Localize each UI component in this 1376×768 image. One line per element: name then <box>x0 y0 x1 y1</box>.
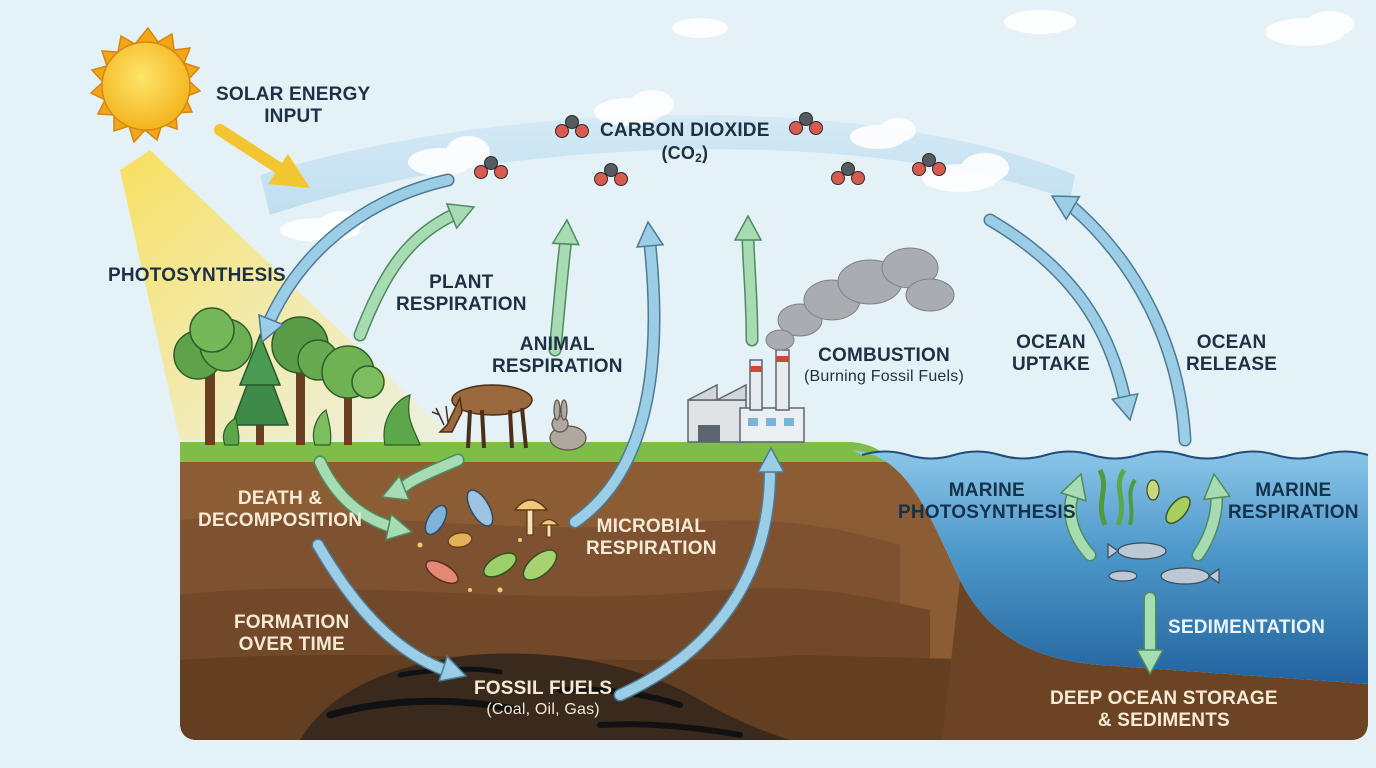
marine-respiration-arrow <box>1191 472 1232 562</box>
marine-photosynthesis-arrow <box>1059 472 1097 562</box>
microbial-respiration-line2: RESPIRATION <box>586 538 717 559</box>
ocean-release-line1: OCEAN <box>1196 332 1267 353</box>
deep-ocean-label: DEEP OCEAN STORAGE & SEDIMENTS <box>1050 688 1278 732</box>
co2-formula-prefix: (CO <box>661 143 696 163</box>
co2-molecule-icon <box>594 163 628 186</box>
death-decomposition-line1: DEATH & <box>237 488 323 509</box>
marine-respiration-line2: RESPIRATION <box>1228 502 1359 523</box>
ocean-water <box>852 450 1368 684</box>
co2-title: CARBON DIOXIDE <box>600 120 770 141</box>
marine-photosynthesis-label: MARINE PHOTOSYNTHESIS <box>898 480 1076 524</box>
grass-strip <box>180 442 890 462</box>
ocean-uptake-label: OCEAN UPTAKE <box>1012 332 1090 376</box>
microbial-respiration-label: MICROBIAL RESPIRATION <box>586 516 717 560</box>
ocean-uptake-line2: UPTAKE <box>1012 354 1090 375</box>
co2-molecule-icon <box>555 115 589 138</box>
co2-molecule-icon <box>474 156 508 179</box>
decomposition-to-soil-arrow <box>313 455 414 541</box>
death-decomposition-label: DEATH & DECOMPOSITION <box>198 488 362 532</box>
plant-respiration-arrow <box>353 203 476 342</box>
combustion-text: COMBUSTION <box>818 345 950 366</box>
solar-energy-label: SOLAR ENERGY INPUT <box>216 84 370 128</box>
death-decomposition-arrow <box>380 453 465 501</box>
rabbit-icon <box>549 399 587 451</box>
ocean-release-line2: RELEASE <box>1186 354 1278 375</box>
sedimentation-text: SEDIMENTATION <box>1168 617 1326 638</box>
plant-respiration-line2: RESPIRATION <box>396 294 527 315</box>
microbial-respiration-arrow <box>568 220 665 529</box>
sedimentation-label: SEDIMENTATION <box>1168 617 1325 639</box>
photosynthesis-text: PHOTOSYNTHESIS <box>108 265 286 286</box>
combustion-subtext: (Burning Fossil Fuels) <box>804 368 965 385</box>
co2-formula-suffix: ) <box>701 143 709 163</box>
deep-ocean-line2: & SEDIMENTS <box>1097 710 1230 731</box>
plant-respiration-line1: PLANT <box>429 272 494 293</box>
marine-photosynthesis-line2: PHOTOSYNTHESIS <box>898 502 1076 523</box>
formation-line1: FORMATION <box>234 612 350 633</box>
factory-icon <box>687 349 805 443</box>
co2-formula: (CO2) <box>600 142 770 164</box>
ocean-release-arrow <box>1050 195 1192 447</box>
co2-molecule-icon <box>789 112 823 135</box>
fossil-fuels-text: FOSSIL FUELS <box>474 678 613 699</box>
co2-molecule-icon <box>912 153 946 176</box>
formation-line2: OVER TIME <box>238 634 345 655</box>
combustion-label: COMBUSTION (Burning Fossil Fuels) <box>804 345 964 387</box>
ocean-uptake-arrow <box>983 213 1139 422</box>
animal-respiration-line2: RESPIRATION <box>492 356 623 377</box>
microbial-respiration-line1: MICROBIAL <box>596 516 707 537</box>
co2-molecules <box>474 112 946 186</box>
combustion-arrow <box>733 214 763 347</box>
photosynthesis-arrow <box>258 173 455 344</box>
animal-respiration-line1: ANIMAL <box>519 334 595 355</box>
fossil-fuels-label: FOSSIL FUELS (Coal, Oil, Gas) <box>474 678 612 720</box>
forest-trees <box>173 307 421 446</box>
co2-formula-subscript: 2 <box>695 151 702 165</box>
co2-label: CARBON DIOXIDE (CO2) <box>600 120 770 164</box>
marine-life <box>1097 468 1220 585</box>
fossil-combustion-arrow <box>613 446 786 702</box>
death-decomposition-line2: DECOMPOSITION <box>198 510 363 531</box>
deep-ocean-line1: DEEP OCEAN STORAGE <box>1050 688 1278 709</box>
plant-respiration-label: PLANT RESPIRATION <box>396 272 527 316</box>
ocean-release-label: OCEAN RELEASE <box>1186 332 1277 376</box>
marine-respiration-line1: MARINE <box>1255 480 1332 501</box>
fossil-fuel-deposit <box>300 653 790 740</box>
ocean-uptake-line1: OCEAN <box>1016 332 1086 353</box>
solar-energy-label-line2: INPUT <box>264 106 323 127</box>
fossil-fuels-subtext: (Coal, Oil, Gas) <box>486 701 600 718</box>
sedimentation-arrow <box>1135 591 1165 676</box>
smoke-cloud <box>765 247 955 351</box>
marine-respiration-label: MARINE RESPIRATION <box>1228 480 1359 524</box>
wave-line <box>861 450 1369 460</box>
flow-arrows <box>258 173 1232 702</box>
photosynthesis-label: PHOTOSYNTHESIS <box>108 265 286 287</box>
animal-respiration-arrow <box>548 218 580 357</box>
solar-input-arrow <box>214 124 310 188</box>
soil-microbes <box>417 489 560 593</box>
formation-label: FORMATION OVER TIME <box>234 612 349 656</box>
solar-energy-label-line1: SOLAR ENERGY <box>216 84 371 105</box>
formation-arrow <box>311 538 468 682</box>
sun-icon <box>89 26 202 144</box>
deer-icon <box>431 384 533 449</box>
animal-respiration-label: ANIMAL RESPIRATION <box>492 334 623 378</box>
co2-molecule-icon <box>831 162 865 185</box>
marine-photosynthesis-line1: MARINE <box>948 480 1025 501</box>
